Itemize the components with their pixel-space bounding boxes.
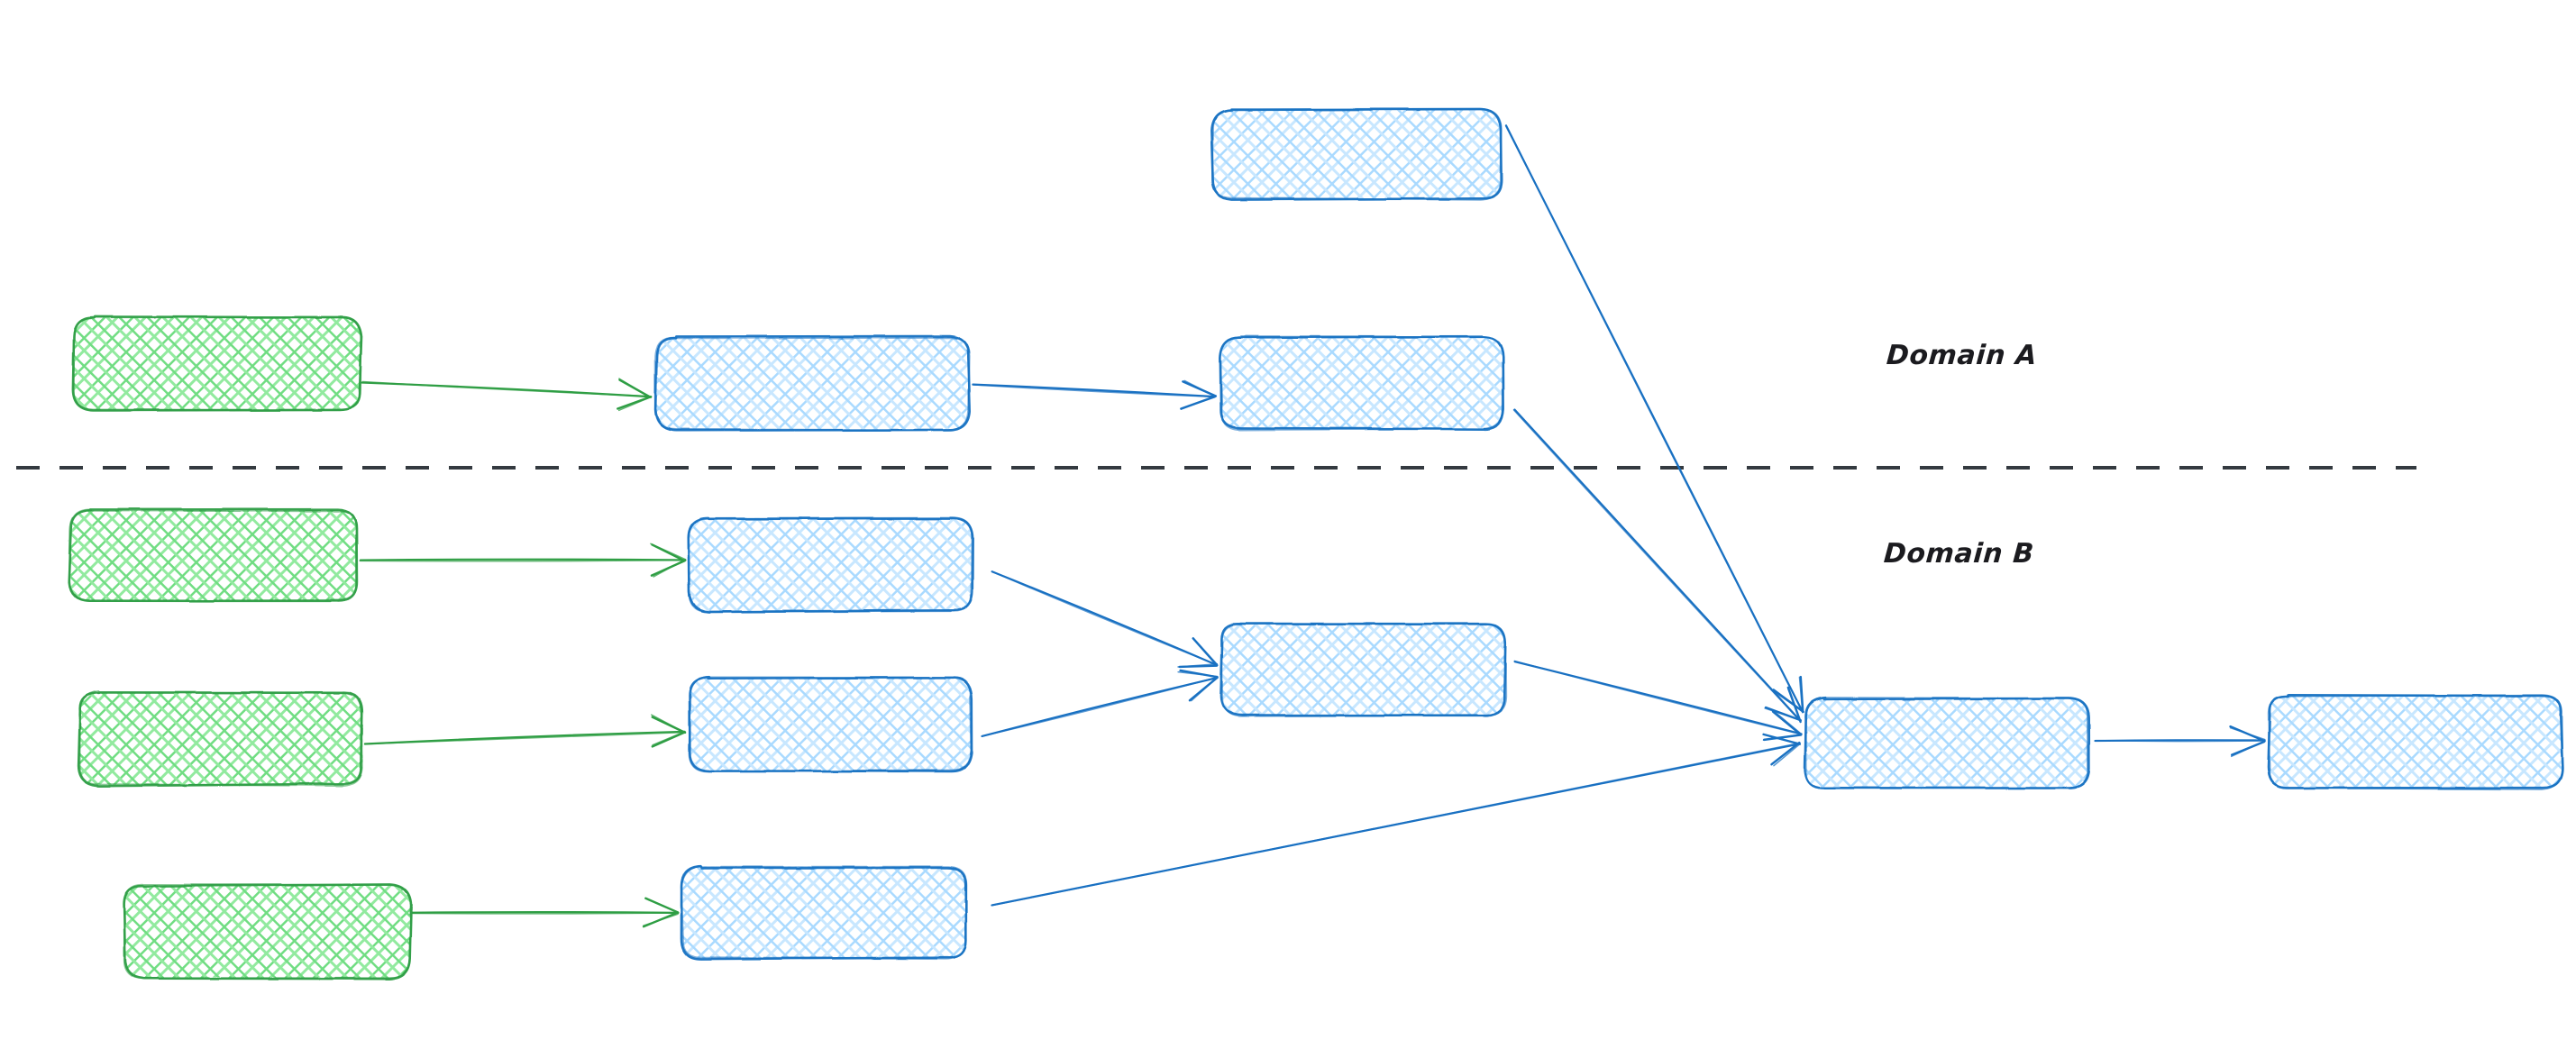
- edge-e-bluea2-bluesink[interactable]: [1512, 408, 1803, 724]
- node-blue-final[interactable]: [2267, 693, 2564, 790]
- node-outline: [1211, 107, 1503, 201]
- edge-line: [1505, 124, 1804, 713]
- node-blue-b2[interactable]: [688, 675, 973, 773]
- arrowhead-stroke: [2229, 726, 2266, 741]
- arrowhead-stroke: [1764, 707, 1803, 722]
- arrowhead-stroke: [1192, 636, 1219, 665]
- arrowhead-stroke: [1180, 396, 1216, 410]
- arrowhead-stroke: [650, 543, 687, 561]
- edge-e-bluea1-bluea2[interactable]: [972, 379, 1218, 410]
- arrowhead-stroke: [618, 378, 652, 399]
- edge-line: [412, 912, 679, 915]
- node-green-3[interactable]: [77, 689, 364, 788]
- edge-line: [981, 676, 1219, 737]
- edge-e-green3-blueb2[interactable]: [363, 714, 687, 748]
- arrowhead-stroke: [1773, 743, 1801, 767]
- node-outline: [2267, 694, 2563, 790]
- edge-line: [1513, 408, 1802, 722]
- node-blue-mid[interactable]: [1219, 622, 1507, 717]
- edge-e-green2-blueb1[interactable]: [359, 543, 687, 578]
- node-fill: [69, 509, 358, 602]
- node-fill: [124, 884, 411, 978]
- node-outline: [68, 508, 358, 603]
- node-blue-a1[interactable]: [653, 334, 972, 433]
- edge-line: [991, 570, 1218, 666]
- node-fill: [78, 692, 363, 786]
- node-blue-a2[interactable]: [1219, 335, 1505, 431]
- node-outline: [123, 883, 412, 980]
- edges-layer: [359, 124, 2267, 928]
- node-outline: [653, 336, 971, 432]
- edge-e-bluetop-bluesink[interactable]: [1504, 124, 1804, 714]
- edge-line: [361, 380, 653, 397]
- edge-line: [991, 742, 1802, 907]
- node-fill: [1221, 336, 1503, 429]
- nodes-layer: [68, 107, 2564, 981]
- node-outline: [1804, 696, 2089, 789]
- node-fill: [690, 677, 973, 771]
- arrowhead-stroke: [2230, 740, 2267, 758]
- node-outline: [78, 689, 364, 788]
- node-outline: [688, 675, 973, 772]
- node-outline: [680, 865, 968, 961]
- node-outline: [1219, 335, 1504, 431]
- node-green-2[interactable]: [68, 507, 359, 603]
- edge-e-green4-blueb3[interactable]: [411, 897, 680, 928]
- node-outline: [1220, 622, 1507, 717]
- edge-e-blueb3-bluesink[interactable]: [991, 733, 1802, 907]
- node-fill: [1211, 109, 1502, 200]
- node-green-1[interactable]: [71, 315, 363, 412]
- edge-line: [1513, 660, 1803, 735]
- node-fill: [2269, 695, 2562, 789]
- node-fill: [1805, 698, 2088, 789]
- arrowhead-stroke: [1770, 741, 1801, 766]
- arrowhead-stroke: [1798, 676, 1804, 714]
- node-fill: [655, 336, 969, 431]
- node-fill: [73, 316, 361, 410]
- edge-line: [973, 384, 1216, 398]
- arrowhead-stroke: [1177, 670, 1219, 678]
- arrowhead-stroke: [651, 731, 686, 748]
- node-blue-top[interactable]: [1210, 107, 1503, 201]
- node-blue-b3[interactable]: [680, 864, 968, 961]
- edge-line: [2094, 739, 2265, 743]
- edge-line: [1512, 409, 1801, 722]
- arrowhead-stroke: [1771, 710, 1803, 736]
- arrowhead-stroke: [651, 714, 687, 734]
- node-blue-b1[interactable]: [687, 516, 974, 614]
- node-fill: [681, 866, 967, 959]
- label-domain-a: Domain A: [1885, 340, 2039, 371]
- arrowhead-stroke: [1772, 709, 1803, 735]
- arrowhead-stroke: [1183, 379, 1216, 397]
- arrowhead-stroke: [1762, 734, 1801, 741]
- node-outline: [687, 516, 973, 614]
- edge-e-bluemid-bluesink[interactable]: [1513, 660, 1803, 742]
- arrowhead-stroke: [643, 913, 679, 926]
- label-domain-b: Domain B: [1882, 538, 2036, 570]
- edge-e-green1-bluea1[interactable]: [361, 378, 653, 412]
- edge-e-blueb2-bluemid[interactable]: [981, 669, 1219, 738]
- arrowhead-stroke: [1177, 662, 1219, 668]
- node-fill: [689, 517, 973, 612]
- arrowhead-stroke: [647, 898, 680, 914]
- arrowhead-stroke: [1787, 688, 1802, 724]
- edge-line: [363, 731, 686, 745]
- node-fill: [1220, 623, 1506, 716]
- node-outline: [72, 316, 362, 411]
- node-blue-sink[interactable]: [1804, 696, 2091, 789]
- edge-e-blueb1-bluemid[interactable]: [991, 570, 1219, 669]
- arrowhead-stroke: [653, 559, 686, 578]
- node-green-4[interactable]: [123, 883, 413, 981]
- arrowhead-stroke: [1762, 734, 1802, 745]
- arrowhead-stroke: [617, 396, 653, 412]
- arrowhead-stroke: [652, 731, 685, 746]
- edge-e-bluesink-bluefinal[interactable]: [2094, 725, 2267, 758]
- arrowhead-stroke: [1191, 678, 1218, 702]
- edge-line: [359, 558, 687, 561]
